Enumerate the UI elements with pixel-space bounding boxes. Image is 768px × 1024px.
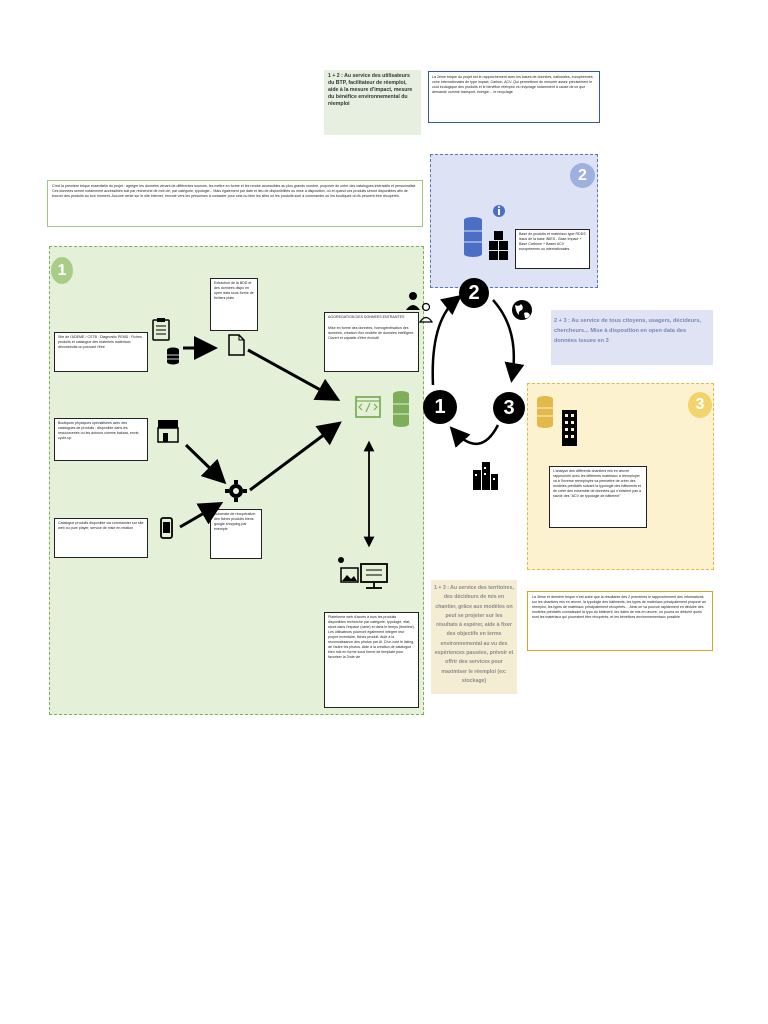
data-storage-icon — [393, 391, 409, 427]
zone-1-badge: 1 — [51, 257, 73, 284]
zone-3-badge: 3 — [688, 392, 712, 418]
source-pemd: Site de l'ADEME / CSTB : Diagnostic PEMD… — [54, 332, 148, 372]
cycle-arrow-2-to-3 — [492, 299, 525, 383]
source-boutiques: Boutiques physiques spécialisées avec de… — [54, 418, 148, 461]
platform-box: Plateforme web d'accès à tous les produi… — [324, 612, 419, 708]
image-gallery-icon — [338, 557, 359, 583]
cycle-arrow-3-to-1 — [449, 424, 500, 448]
note-brique-3: La 3ème et dernière brique n'est autre q… — [527, 591, 713, 651]
extraction-box: Extraction de la BDD et des données disp… — [210, 278, 258, 331]
blue-database-icon — [464, 217, 482, 257]
callout-1-plus-2: 1 + 2 : Au service des utilisateurs du B… — [324, 70, 421, 135]
source-catalogue: Catalogue produits disponible via comman… — [54, 518, 148, 558]
cycle-arrow-1-to-2 — [431, 294, 462, 386]
city-icon — [473, 462, 498, 490]
smartphone-icon — [160, 517, 173, 539]
cycle-node-3: 3 — [493, 392, 525, 424]
shop-icon — [157, 420, 179, 443]
zone-3-text: L'analyse des différents chantiers mis e… — [549, 466, 647, 528]
note-brique-2: La 2ème brique du projet est le rapproch… — [428, 71, 600, 123]
arrow-catalogue-to-gear — [179, 501, 224, 529]
cycle-node-2: 2 — [459, 278, 489, 308]
zone-2-badge: 2 — [570, 163, 595, 188]
aggregation-box: AGGREGATION DES DONNEES ENTRANTES Mise e… — [324, 312, 419, 372]
arrow-boutiques-to-gear — [184, 443, 227, 485]
database-icon — [167, 347, 179, 365]
code-window-icon — [355, 396, 381, 418]
users-icon — [406, 292, 434, 323]
globe-icon — [512, 300, 532, 320]
info-icon — [493, 205, 505, 217]
building-icon — [562, 410, 577, 446]
boxes-icon — [489, 231, 508, 260]
file-icon — [228, 334, 245, 356]
cycle-node-1: 1 — [423, 390, 457, 424]
intro-brique-1: C'est la première brique essentielle du … — [47, 180, 423, 227]
aggregation-title: AGGREGATION DES DONNEES ENTRANTES — [328, 315, 405, 319]
callout-1-plus-3: 1 + 3 : Au service des territoires, des … — [431, 580, 517, 694]
zone-2-db-text: Base de produits et matériaux type RDDS … — [515, 229, 590, 269]
monitor-icon — [360, 563, 388, 589]
aggregation-text: Mise en forme des données, homogénéisati… — [328, 326, 415, 340]
callout-2-plus-3: 2 + 3 : Au service de tous citoyens, usa… — [551, 310, 713, 365]
arrow-extraction-to-aggregation — [247, 348, 341, 401]
arrow-gear-to-aggregation — [249, 421, 342, 492]
yellow-database-icon — [537, 396, 553, 428]
clipboard-icon — [152, 318, 170, 341]
gear-icon — [225, 480, 247, 502]
